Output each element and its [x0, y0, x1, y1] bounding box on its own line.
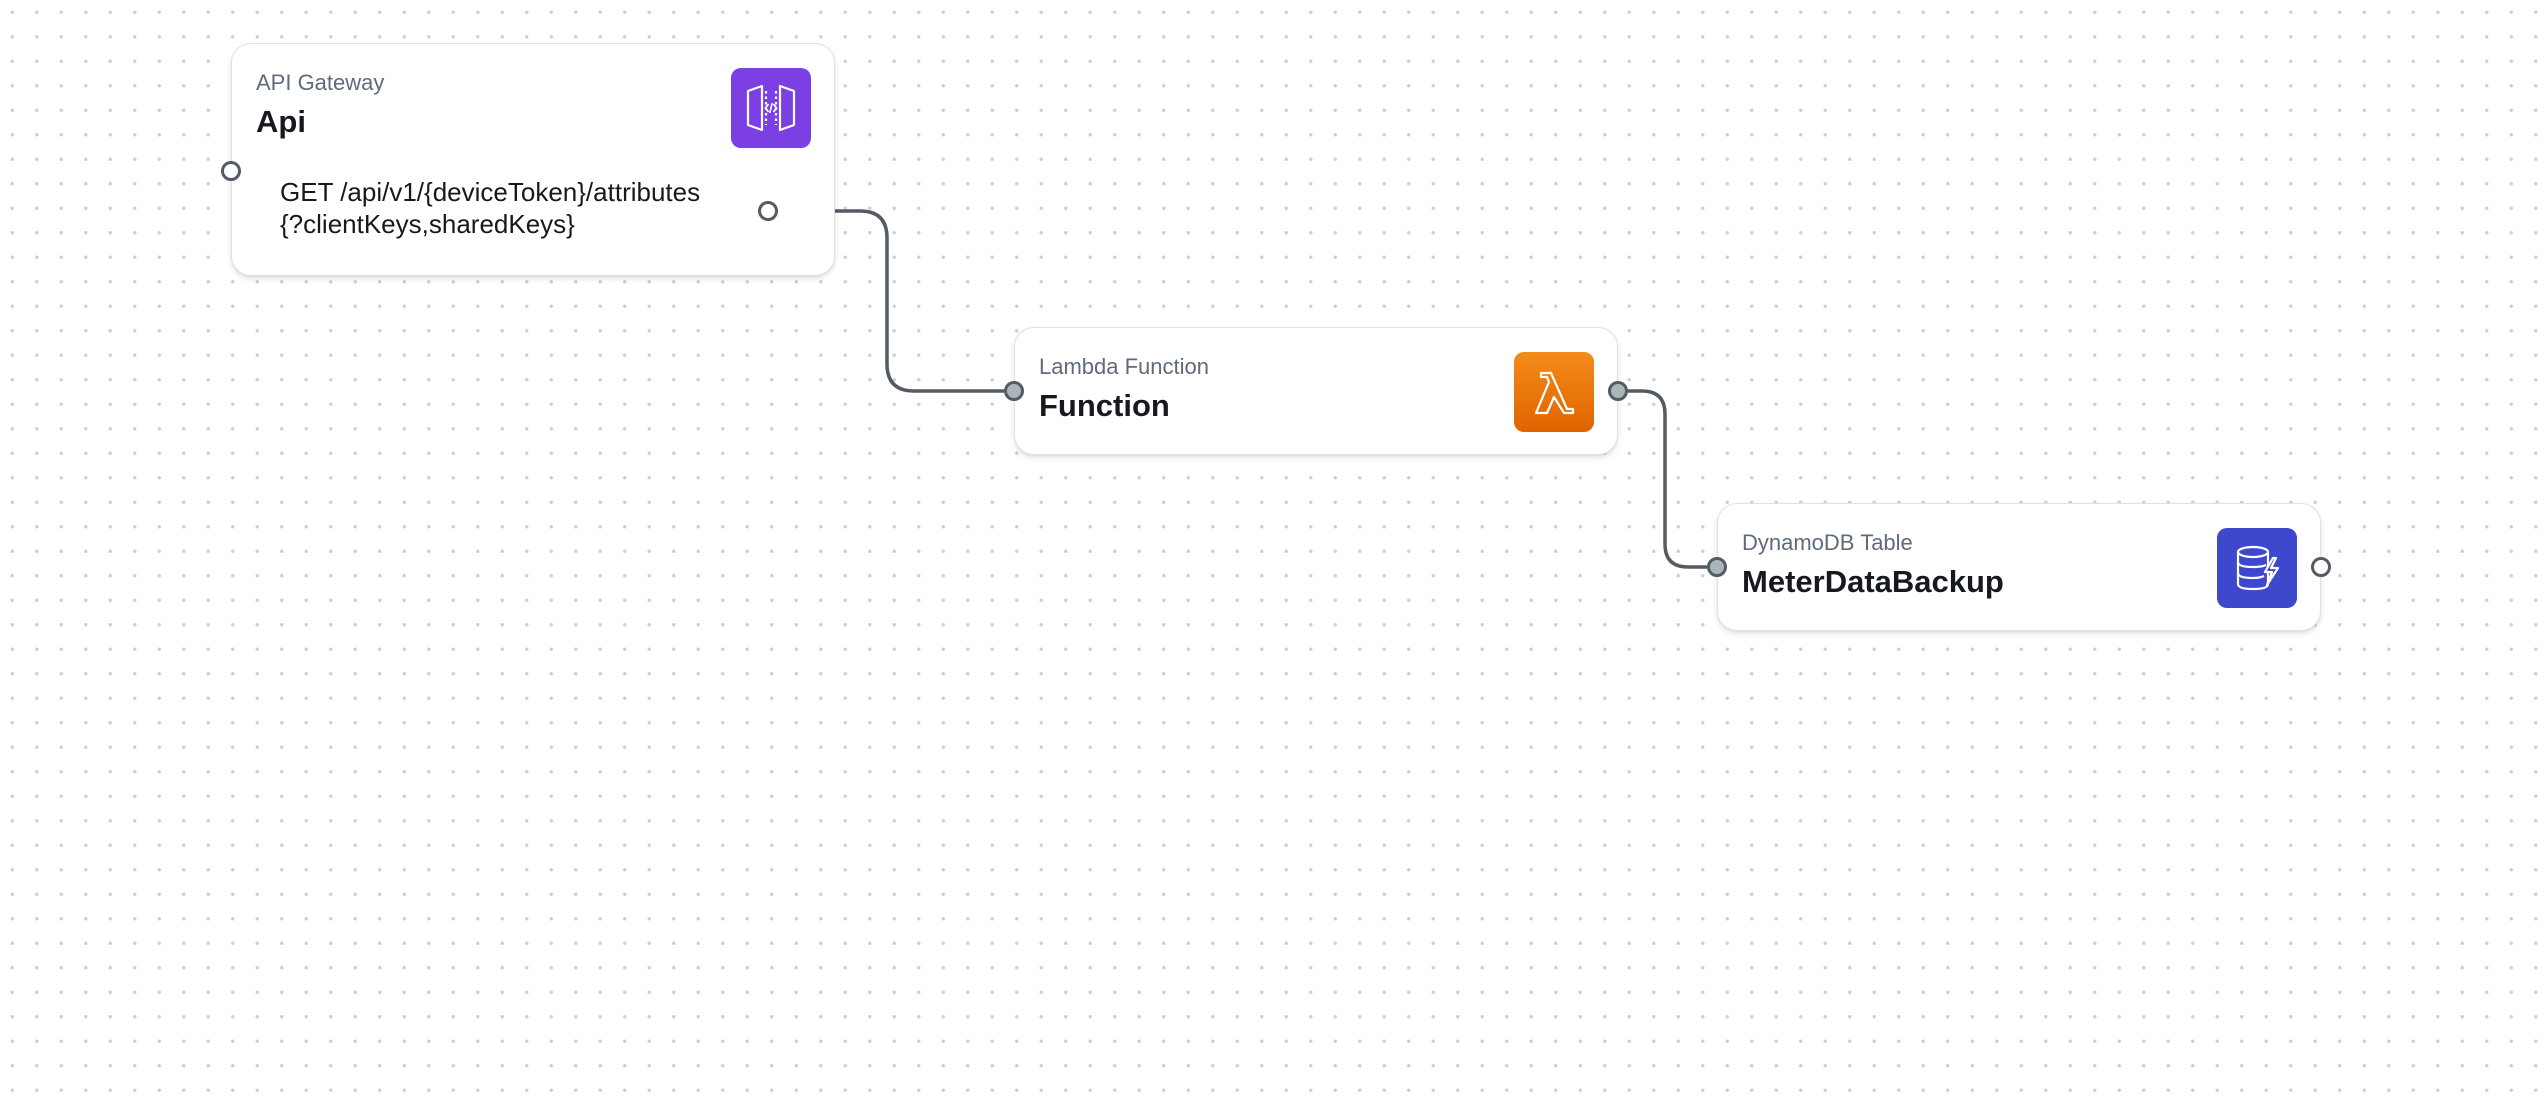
table-output-port[interactable]	[2311, 557, 2331, 577]
api-gateway-node[interactable]: API Gateway Api GET /api/v1/{deviceToken…	[231, 43, 835, 276]
table-input-port[interactable]	[1707, 557, 1727, 577]
dynamodb-icon	[2217, 528, 2297, 608]
node-name-label: Function	[1039, 388, 1170, 423]
api-gateway-icon	[731, 68, 811, 148]
function-output-port[interactable]	[1608, 381, 1628, 401]
dynamodb-table-node[interactable]: DynamoDB Table MeterDataBackup	[1717, 503, 2321, 631]
route-output-port[interactable]	[758, 201, 778, 221]
node-type-label: API Gateway	[256, 70, 385, 95]
function-input-port[interactable]	[1004, 381, 1024, 401]
node-type-label: DynamoDB Table	[1742, 530, 1913, 555]
node-name-label: Api	[256, 104, 306, 139]
route-label: GET /api/v1/{deviceToken}/attributes{?cl…	[280, 177, 701, 239]
edge-function-to-table[interactable]	[1628, 389, 1707, 569]
lambda-function-node[interactable]: Lambda Function Function	[1014, 327, 1618, 455]
lambda-icon	[1514, 352, 1594, 432]
node-name-label: MeterDataBackup	[1742, 564, 2004, 599]
api-input-port[interactable]	[221, 161, 241, 181]
node-type-label: Lambda Function	[1039, 354, 1209, 379]
